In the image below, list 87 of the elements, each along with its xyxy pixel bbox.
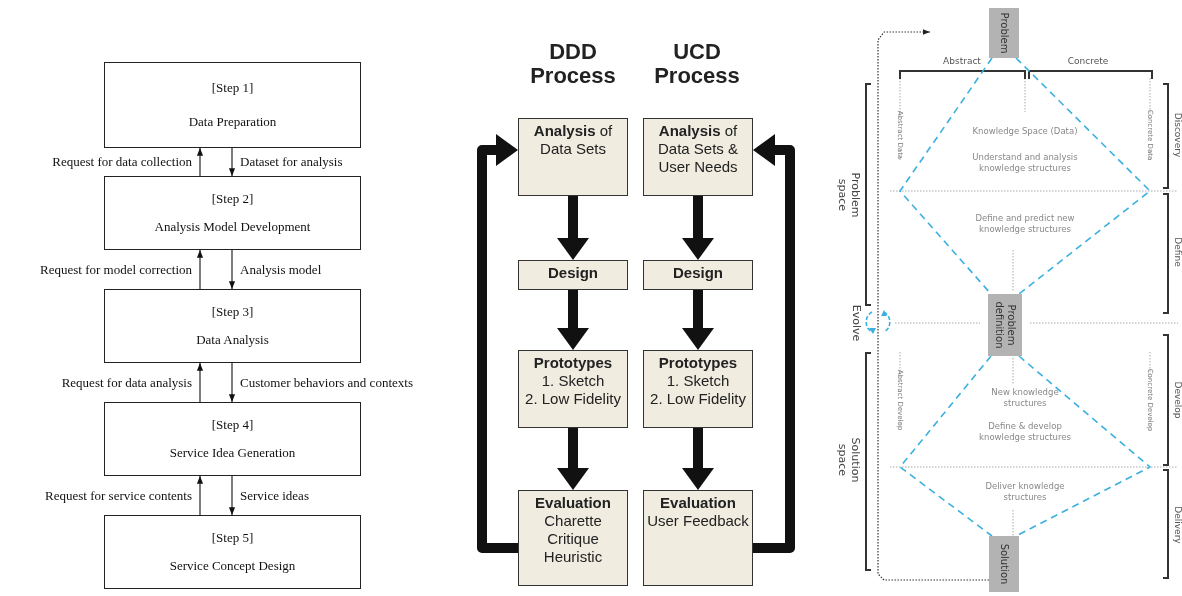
vertical-label: Solution (998, 542, 1010, 587)
dotted-arrow (877, 29, 990, 581)
box-text: Heuristic (543, 548, 603, 566)
phase-label: Define (1171, 236, 1182, 269)
process-box (643, 490, 753, 586)
step-title: Service Concept Design (169, 558, 296, 574)
dashed-line (1015, 57, 1151, 295)
arrow (228, 147, 236, 177)
process-box (104, 289, 361, 363)
edge-label: Dataset for analysis (240, 154, 343, 170)
phase-label: Delivery (1171, 505, 1182, 546)
box-heading: Analysis of Data Sets (532, 122, 614, 158)
process-box (104, 515, 361, 589)
dashed-line (899, 355, 993, 537)
stage-description: Define & develop knowledge structures (978, 421, 1072, 443)
phase-label: Discovery (1171, 111, 1182, 160)
stage-description: New knowledge structures (990, 387, 1060, 409)
box-text: Charette (544, 512, 602, 530)
process-box (643, 350, 753, 428)
stage-description: Understand and analysis knowledge structures (971, 152, 1079, 174)
step-number: [Step 2] (211, 191, 254, 207)
thick-arrow (557, 196, 589, 260)
box-heading: Evaluation (535, 494, 611, 512)
vertical-label: Problem (998, 11, 1010, 56)
process-box (643, 260, 753, 290)
box-text: 2. Low Fidelity (525, 390, 621, 408)
box-text: User Feedback (647, 512, 749, 530)
edge-label: Analysis model (240, 261, 322, 278)
thick-arrow (682, 290, 714, 350)
axis-label: Concrete (1066, 55, 1110, 67)
process-box (518, 118, 628, 196)
process-box (518, 260, 628, 290)
box-heading: Evaluation (660, 494, 736, 512)
space-label: Solution space (836, 436, 862, 485)
arrow (196, 147, 204, 177)
stage-description: Knowledge Space (Data) (971, 125, 1079, 137)
process-box (104, 402, 361, 476)
stage-description: Define and predict new knowledge structures (974, 213, 1076, 235)
arrow (228, 249, 236, 290)
process-box (104, 62, 361, 148)
box-text: 1. Sketch (666, 372, 730, 390)
box-text: Critique (547, 530, 599, 548)
box-text: 2. Low Fidelity (650, 390, 746, 408)
step-number: [Step 3] (211, 304, 254, 320)
space-label: Evolve (849, 303, 863, 344)
edge-label: Customer behaviors and contexts (240, 374, 413, 391)
step-title: Analysis Model Development (154, 219, 311, 235)
vertical-label: Problem definition (993, 300, 1017, 351)
process-box (104, 176, 361, 250)
stage-description: Deliver knowledge structures (984, 481, 1066, 503)
process-box (518, 350, 628, 428)
step-title: Data Preparation (188, 114, 277, 130)
box-heading: Design (673, 264, 723, 282)
label-box (989, 8, 1019, 58)
arrow (228, 475, 236, 516)
space-label: Problem space (836, 171, 862, 220)
label-box (988, 294, 1022, 356)
process-box (518, 490, 628, 586)
thick-arrow (682, 196, 714, 260)
step-title: Service Idea Generation (169, 445, 296, 461)
thick-arrow (682, 428, 714, 490)
edge-label: Request for model correction (40, 261, 192, 278)
arrow (228, 362, 236, 403)
step-number: [Step 5] (211, 530, 254, 546)
box-text: 1. Sketch (541, 372, 605, 390)
step-number: [Step 4] (211, 417, 254, 433)
arrow (196, 475, 204, 516)
step-number: [Step 1] (211, 80, 254, 96)
arrow (196, 249, 204, 290)
box-heading: Prototypes (658, 354, 738, 372)
edge-label: Request for data analysis (61, 374, 192, 391)
edge-label: Service ideas (240, 487, 309, 504)
thick-arrow (557, 428, 589, 490)
column-heading: UCD Process (653, 40, 741, 88)
step-title: Data Analysis (196, 332, 269, 348)
box-heading: Prototypes (533, 354, 613, 372)
column-heading: DDD Process (529, 40, 617, 88)
box-heading: Design (548, 264, 598, 282)
phase-label: Develop (1171, 380, 1182, 421)
box-heading: Analysis of Data Sets & User Needs (656, 122, 739, 176)
arrow (196, 362, 204, 403)
edge-label: Request for data collection (52, 154, 192, 170)
label-box (989, 536, 1019, 592)
thick-arrow (557, 290, 589, 350)
process-box (643, 118, 753, 196)
edge-label: Request for service contents (45, 487, 192, 504)
axis-label: Abstract (942, 55, 982, 67)
